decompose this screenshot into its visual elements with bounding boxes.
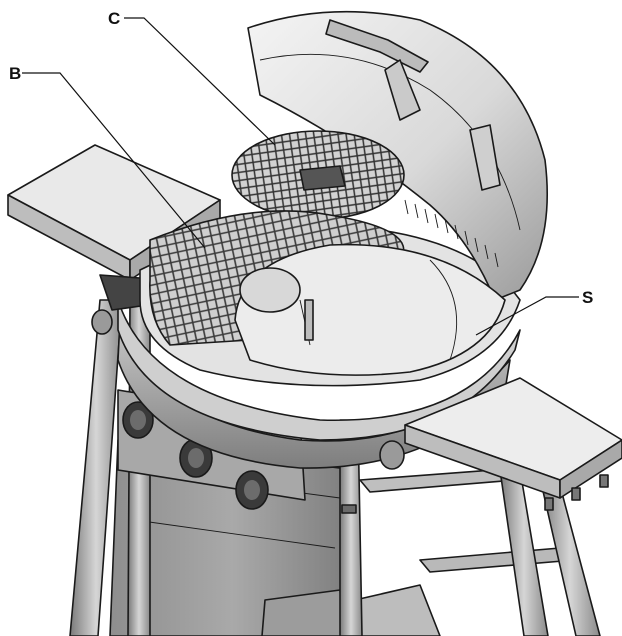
- control-knob: [235, 470, 269, 510]
- leader-s: [475, 296, 579, 336]
- right-side-table: [379, 377, 622, 511]
- control-knob: [179, 438, 213, 478]
- control-knob: [122, 401, 154, 439]
- callout-label-b: B: [9, 64, 21, 83]
- cart-legs: [69, 299, 601, 636]
- callout-label-s: S: [582, 288, 593, 307]
- lid-vents: [404, 199, 499, 268]
- callout-leaders: [22, 17, 579, 336]
- leader-b: [22, 72, 206, 249]
- callout-label-c: C: [108, 9, 120, 28]
- upper-round-grate: [231, 130, 405, 220]
- shield-cover: [234, 243, 506, 376]
- leader-c: [124, 17, 276, 146]
